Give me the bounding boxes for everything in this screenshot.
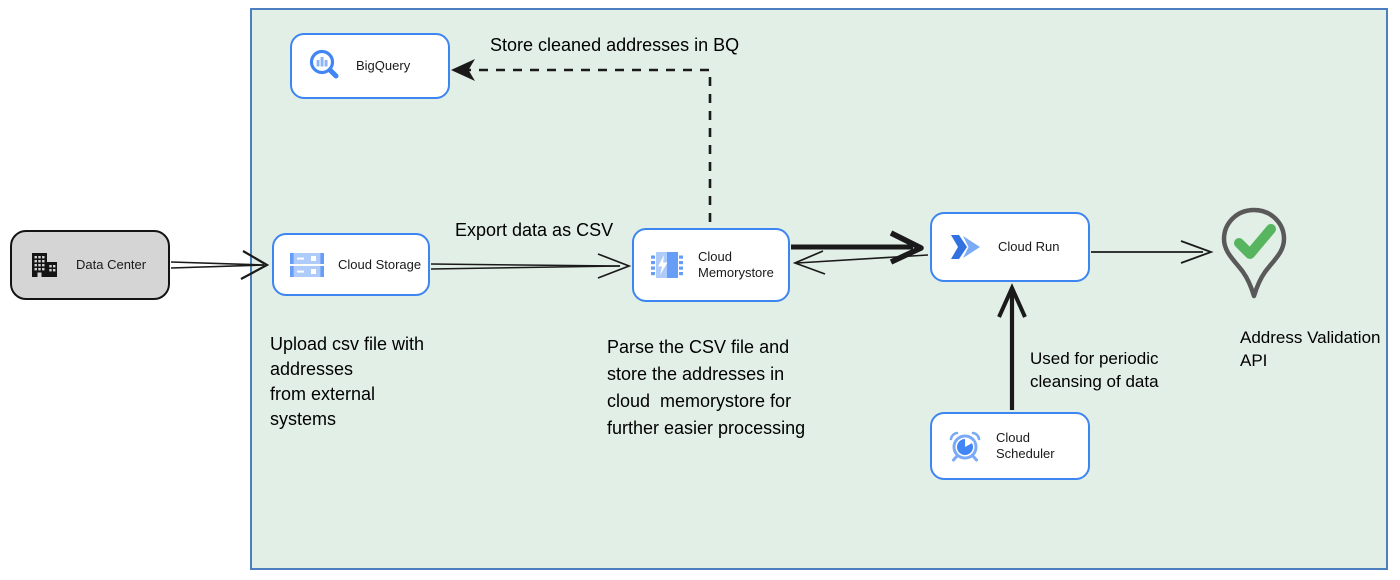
bigquery-icon xyxy=(307,48,343,84)
node-label: Cloud Memorystore xyxy=(698,249,774,280)
node-cloud-scheduler: Cloud Scheduler xyxy=(930,412,1090,480)
node-label: Cloud Scheduler xyxy=(996,430,1055,461)
node-bigquery: BigQuery xyxy=(290,33,450,99)
node-data-center: Data Center xyxy=(10,230,170,300)
map-pin-check-icon xyxy=(1219,206,1289,326)
annotation-store-bq: Store cleaned addresses in BQ xyxy=(490,35,740,55)
cloud-storage-icon xyxy=(289,250,325,280)
node-cloud-storage: Cloud Storage xyxy=(272,233,430,296)
node-label: Cloud Run xyxy=(998,239,1060,254)
annotation-scheduler: Used for periodic cleansing of data xyxy=(1030,349,1159,391)
arrow-datacenter-to-storage xyxy=(170,250,270,280)
node-cloud-memorystore: Cloud Memorystore xyxy=(632,228,790,302)
address-validation-label: Address Validation API xyxy=(1240,328,1381,370)
arrow-run-to-memorystore xyxy=(792,250,929,275)
gcp-boundary-box xyxy=(250,8,1388,570)
arrow-memorystore-to-bigquery-dashed xyxy=(451,59,712,222)
arrow-memorystore-to-run xyxy=(791,230,924,265)
annotation-export-csv: Export data as CSV xyxy=(455,220,614,240)
arrow-run-to-validation xyxy=(1091,240,1214,264)
annotation-upload: Upload csv file with addresses from exte… xyxy=(270,334,425,429)
scheduler-clock-icon xyxy=(947,428,983,464)
address-validation-node xyxy=(1219,206,1289,326)
arrow-scheduler-to-run xyxy=(997,283,1027,410)
arrow-storage-to-memorystore xyxy=(430,253,632,279)
memorystore-chip-icon xyxy=(649,247,685,283)
cloud-run-icon xyxy=(947,230,985,264)
node-label: Data Center xyxy=(76,257,147,272)
annotation-parse: Parse the CSV file and store the address… xyxy=(607,337,806,438)
node-cloud-run: Cloud Run xyxy=(930,212,1090,282)
node-label: BigQuery xyxy=(356,58,411,73)
building-icon xyxy=(27,247,63,283)
node-label: Cloud Storage xyxy=(338,256,422,272)
